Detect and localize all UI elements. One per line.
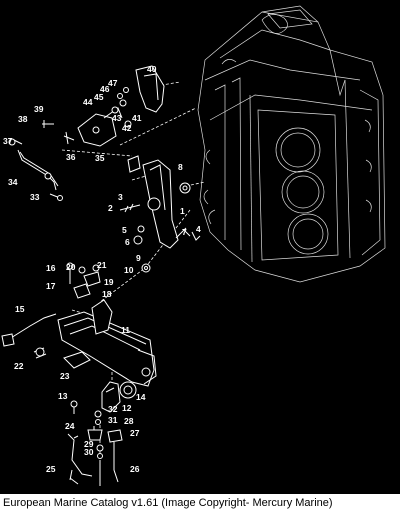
callout-19: 19 xyxy=(104,277,114,287)
callout-35: 35 xyxy=(95,153,105,163)
callout-29: 29 xyxy=(84,439,94,449)
callout-12: 12 xyxy=(122,403,132,413)
callout-18: 18 xyxy=(102,289,112,299)
callout-37: 37 xyxy=(3,136,13,146)
callout-41: 41 xyxy=(132,113,142,123)
callout-43: 43 xyxy=(112,113,122,123)
callout-24: 24 xyxy=(65,421,75,431)
callout-11: 11 xyxy=(121,325,130,335)
cable-bracket-assembly xyxy=(8,65,165,201)
callout-25: 25 xyxy=(46,464,56,474)
diagram-canvas: 1 2 3 4 5 6 7 8 9 10 11 12 13 14 15 16 1… xyxy=(1,5,386,486)
callout-9: 9 xyxy=(136,253,141,263)
callout-7: 7 xyxy=(182,227,187,237)
exploded-parts-diagram: 1 2 3 4 5 6 7 8 9 10 11 12 13 14 15 16 1… xyxy=(0,0,400,494)
callout-13: 13 xyxy=(58,391,68,401)
callout-31: 31 xyxy=(108,415,118,425)
callout-45: 45 xyxy=(94,92,104,102)
callout-44: 44 xyxy=(83,97,93,107)
callout-26: 26 xyxy=(130,464,140,474)
callout-4: 4 xyxy=(196,224,201,234)
callout-46: 46 xyxy=(100,84,110,94)
callout-28: 28 xyxy=(124,416,134,426)
callout-32: 32 xyxy=(108,404,118,414)
callout-5: 5 xyxy=(122,225,127,235)
callout-40: 40 xyxy=(147,64,157,74)
callout-38: 38 xyxy=(18,114,28,124)
shift-linkage-assembly xyxy=(1,262,157,387)
callout-34: 34 xyxy=(8,177,18,187)
callout-3: 3 xyxy=(118,192,123,202)
callout-labels: 1 2 3 4 5 6 7 8 9 10 11 12 13 14 15 16 1… xyxy=(3,64,201,474)
callout-17: 17 xyxy=(46,281,56,291)
callout-1: 1 xyxy=(180,206,185,216)
callout-8: 8 xyxy=(178,162,183,172)
callout-22: 22 xyxy=(14,361,24,371)
callout-47: 47 xyxy=(108,78,118,88)
callout-33: 33 xyxy=(30,192,40,202)
callout-27: 27 xyxy=(130,428,140,438)
callout-16: 16 xyxy=(46,263,56,273)
callout-30: 30 xyxy=(84,447,94,457)
callout-21: 21 xyxy=(97,260,107,270)
callout-15: 15 xyxy=(15,304,25,314)
throttle-lever-assembly xyxy=(119,155,201,273)
callout-42: 42 xyxy=(122,123,132,133)
engine-block xyxy=(197,5,386,283)
callout-39: 39 xyxy=(34,104,44,114)
callout-36: 36 xyxy=(66,152,76,162)
callout-14: 14 xyxy=(136,392,146,402)
callout-10: 10 xyxy=(124,265,134,275)
callout-23: 23 xyxy=(60,371,70,381)
callout-2: 2 xyxy=(108,203,113,213)
lower-shift-assembly xyxy=(67,381,137,486)
catalog-caption: European Marine Catalog v1.61 (Image Cop… xyxy=(0,494,400,513)
callout-6: 6 xyxy=(125,237,130,247)
callout-20: 20 xyxy=(66,262,76,272)
